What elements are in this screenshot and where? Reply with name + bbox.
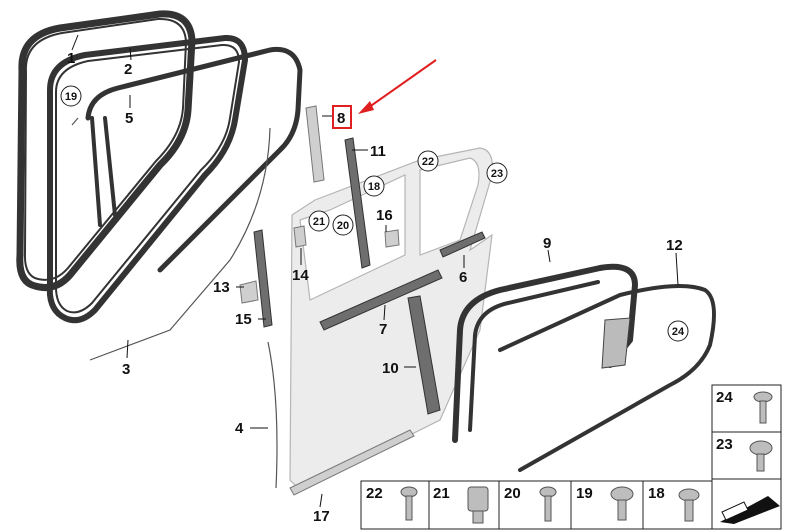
svg-text:23: 23 xyxy=(716,436,733,453)
callout-6: 6 xyxy=(459,269,467,286)
seal-part-12[interactable] xyxy=(498,284,716,472)
circled-callout-23: 23 xyxy=(486,162,508,184)
part-10-trim[interactable] xyxy=(407,295,441,415)
hardware-item-24[interactable]: 24 xyxy=(711,384,782,433)
circled-callout-24: 24 xyxy=(667,320,689,342)
part-19-shape xyxy=(71,117,79,126)
part-16-clip[interactable] xyxy=(384,229,400,248)
callout-14: 14 xyxy=(292,267,309,284)
part-7-belt[interactable] xyxy=(319,269,443,331)
hardware-key-icon xyxy=(711,478,782,530)
hardware-item-21[interactable]: 21 xyxy=(428,480,500,530)
part-11-strip[interactable] xyxy=(344,137,371,269)
svg-text:19: 19 xyxy=(65,91,77,103)
svg-text:20: 20 xyxy=(504,485,521,502)
part-14-clip[interactable] xyxy=(293,225,307,248)
seal-part-3[interactable] xyxy=(89,127,271,361)
hardware-item-20[interactable]: 20 xyxy=(498,480,572,530)
callout-2: 2 xyxy=(124,61,132,78)
seal-part-5[interactable] xyxy=(85,46,303,273)
svg-text:23: 23 xyxy=(491,168,503,180)
part-13-bracket[interactable] xyxy=(239,280,259,304)
callout-3: 3 xyxy=(122,361,130,378)
svg-text:22: 22 xyxy=(422,156,434,168)
part-8-trim[interactable] xyxy=(305,105,325,183)
circled-callout-20: 20 xyxy=(332,214,354,236)
circled-callout-19: 19 xyxy=(60,85,82,107)
svg-text:19: 19 xyxy=(576,485,593,502)
callout-10: 10 xyxy=(382,360,399,377)
callout-5: 5 xyxy=(125,110,133,127)
part-15-trim[interactable] xyxy=(253,229,273,328)
callout-15: 15 xyxy=(235,311,252,328)
seal-part-9[interactable] xyxy=(452,263,638,443)
circled-callout-18: 18 xyxy=(363,175,385,197)
callout-13: 13 xyxy=(213,279,230,296)
hardware-item-19[interactable]: 19 xyxy=(570,480,644,530)
callout-17: 17 xyxy=(313,508,330,525)
svg-text:18: 18 xyxy=(648,485,665,502)
circled-callout-22: 22 xyxy=(417,150,439,172)
circled-callout-21: 21 xyxy=(308,210,330,232)
svg-text:20: 20 xyxy=(337,220,349,232)
callout-4: 4 xyxy=(235,420,244,437)
svg-text:22: 22 xyxy=(366,485,383,502)
callout-11: 11 xyxy=(370,143,386,160)
svg-text:18: 18 xyxy=(368,181,380,193)
callout-9: 9 xyxy=(543,235,551,252)
part-17-sill[interactable] xyxy=(289,429,415,496)
svg-text:24: 24 xyxy=(672,326,685,338)
highlight-box-part-8 xyxy=(332,105,352,129)
seal-part-1[interactable] xyxy=(16,10,196,292)
seal-part-2[interactable] xyxy=(46,34,248,324)
hardware-item-22[interactable]: 22 xyxy=(360,480,430,530)
hardware-item-23[interactable]: 23 xyxy=(711,431,782,480)
callout-12: 12 xyxy=(666,237,683,254)
callout-7: 7 xyxy=(379,321,387,338)
highlight-arrow xyxy=(332,59,437,129)
part-6-belt[interactable] xyxy=(439,231,486,258)
part-4-strip[interactable] xyxy=(267,341,278,489)
svg-text:21: 21 xyxy=(433,485,450,502)
callout-16: 16 xyxy=(376,207,393,224)
leader-lines xyxy=(71,34,679,508)
svg-text:24: 24 xyxy=(716,389,733,406)
callout-8: 8 xyxy=(337,110,345,127)
callout-1: 1 xyxy=(67,50,75,67)
hardware-item-18[interactable]: 18 xyxy=(642,480,713,530)
svg-text:21: 21 xyxy=(313,216,325,228)
